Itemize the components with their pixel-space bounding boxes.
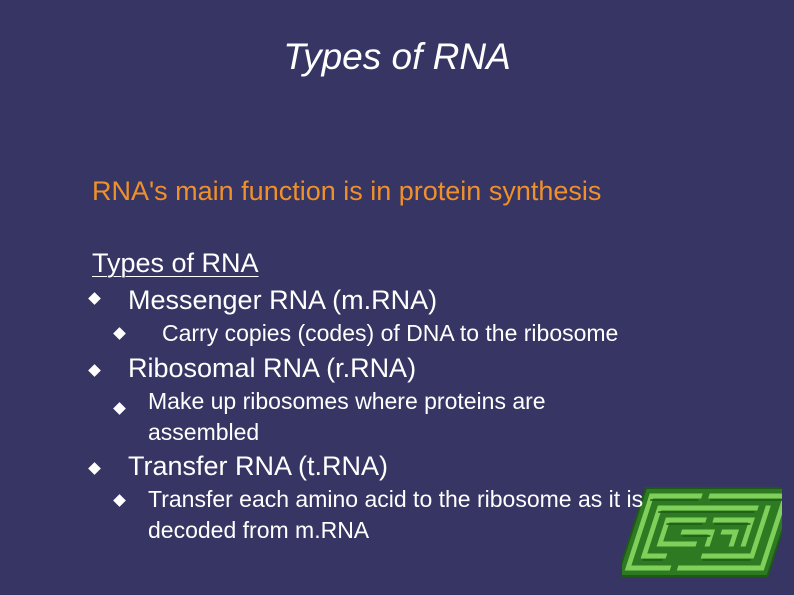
rna-type-transfer-desc-line2: decoded from m.RNA — [148, 517, 370, 543]
rna-type-transfer-desc-line1: Transfer each amino acid to the ribosome… — [148, 486, 644, 512]
lead-statement: RNA's main function is in protein synthe… — [92, 176, 602, 206]
rna-type-transfer: Transfer RNA (t.RNA) — [128, 451, 389, 481]
slide-title: Types of RNA — [283, 36, 511, 77]
maze-clipart-icon — [622, 487, 782, 577]
list-heading: Types of RNA — [92, 248, 259, 278]
rna-type-messenger-desc: Carry copies (codes) of DNA to the ribos… — [162, 320, 619, 346]
rna-type-ribosomal-desc-line1: Make up ribosomes where proteins are — [148, 388, 546, 414]
rna-type-messenger: Messenger RNA (m.RNA) — [128, 285, 438, 315]
rna-type-ribosomal: Ribosomal RNA (r.RNA) — [128, 353, 417, 383]
rna-type-ribosomal-desc-line2: assembled — [148, 419, 260, 445]
